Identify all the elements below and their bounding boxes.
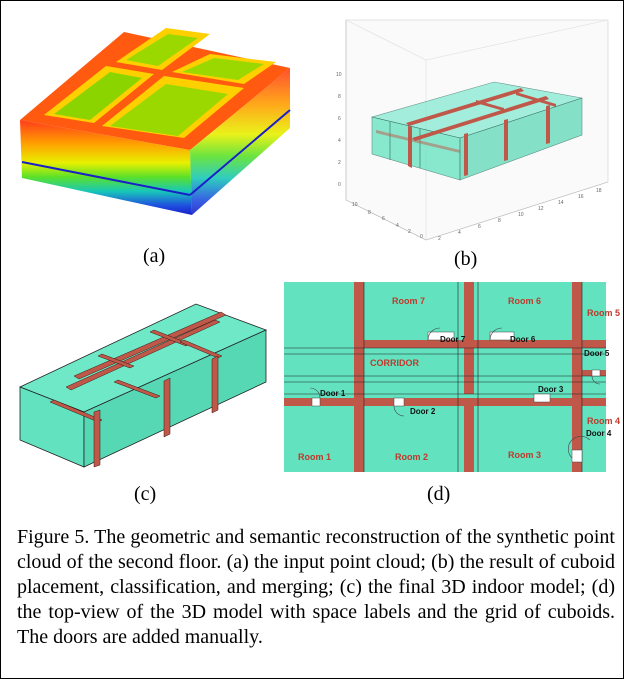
subfigure-label-a: (a) [143, 245, 166, 267]
y-tick: 8 [368, 210, 371, 216]
corridor-label: CORRIDOR [370, 358, 419, 368]
door-label: Door 5 [584, 349, 610, 358]
door-label: Door 7 [440, 335, 466, 344]
x-tick: 10 [518, 212, 524, 218]
subfigure-label-c: (c) [134, 483, 157, 505]
z-tick: 2 [338, 160, 341, 166]
x-tick: 12 [538, 206, 544, 212]
room-label: Room 4 [587, 416, 620, 426]
z-tick: 8 [338, 94, 341, 100]
z-tick: 4 [338, 138, 341, 144]
door-label: Door 3 [538, 385, 564, 394]
room-label: Room 3 [508, 450, 541, 460]
y-tick: 0 [420, 234, 423, 240]
x-tick: 6 [478, 224, 481, 230]
x-tick: 18 [596, 188, 602, 194]
door-label: Door 1 [320, 389, 346, 398]
panel-c-3d-model [18, 303, 268, 468]
door-label: Door 6 [510, 335, 536, 344]
subfigure-label-b: (b) [454, 248, 478, 270]
door-label: Door 4 [586, 429, 612, 438]
panel-a-point-cloud [20, 28, 291, 215]
panel-b-cuboid-plot: 10 8 6 4 2 0 10 8 6 4 2 0 2 4 6 8 10 12 … [316, 10, 612, 242]
z-tick: 0 [338, 182, 341, 188]
y-tick: 2 [408, 229, 411, 235]
x-tick: 16 [578, 194, 584, 200]
room-label: Room 7 [392, 296, 425, 306]
y-tick: 6 [382, 216, 385, 222]
panel-d-floor-plan: Room 7 Room 6 Room 5 Room 1 Room 2 Room … [284, 282, 620, 472]
room-label: Room 5 [587, 308, 620, 318]
door-label: Door 2 [410, 407, 436, 416]
x-tick: 4 [458, 230, 461, 236]
room-label: Room 1 [298, 452, 331, 462]
z-tick: 10 [336, 72, 342, 78]
subfigure-label-d: (d) [427, 483, 451, 505]
room-label: Room 2 [395, 452, 428, 462]
y-tick: 4 [396, 223, 399, 229]
x-tick: 8 [498, 218, 501, 224]
figure-caption: Figure 5. The geometric and semantic rec… [17, 526, 615, 648]
z-tick: 6 [338, 116, 341, 122]
x-tick: 14 [558, 200, 564, 206]
room-label: Room 6 [508, 296, 541, 306]
x-tick: 2 [438, 236, 441, 242]
y-tick: 10 [352, 202, 358, 208]
